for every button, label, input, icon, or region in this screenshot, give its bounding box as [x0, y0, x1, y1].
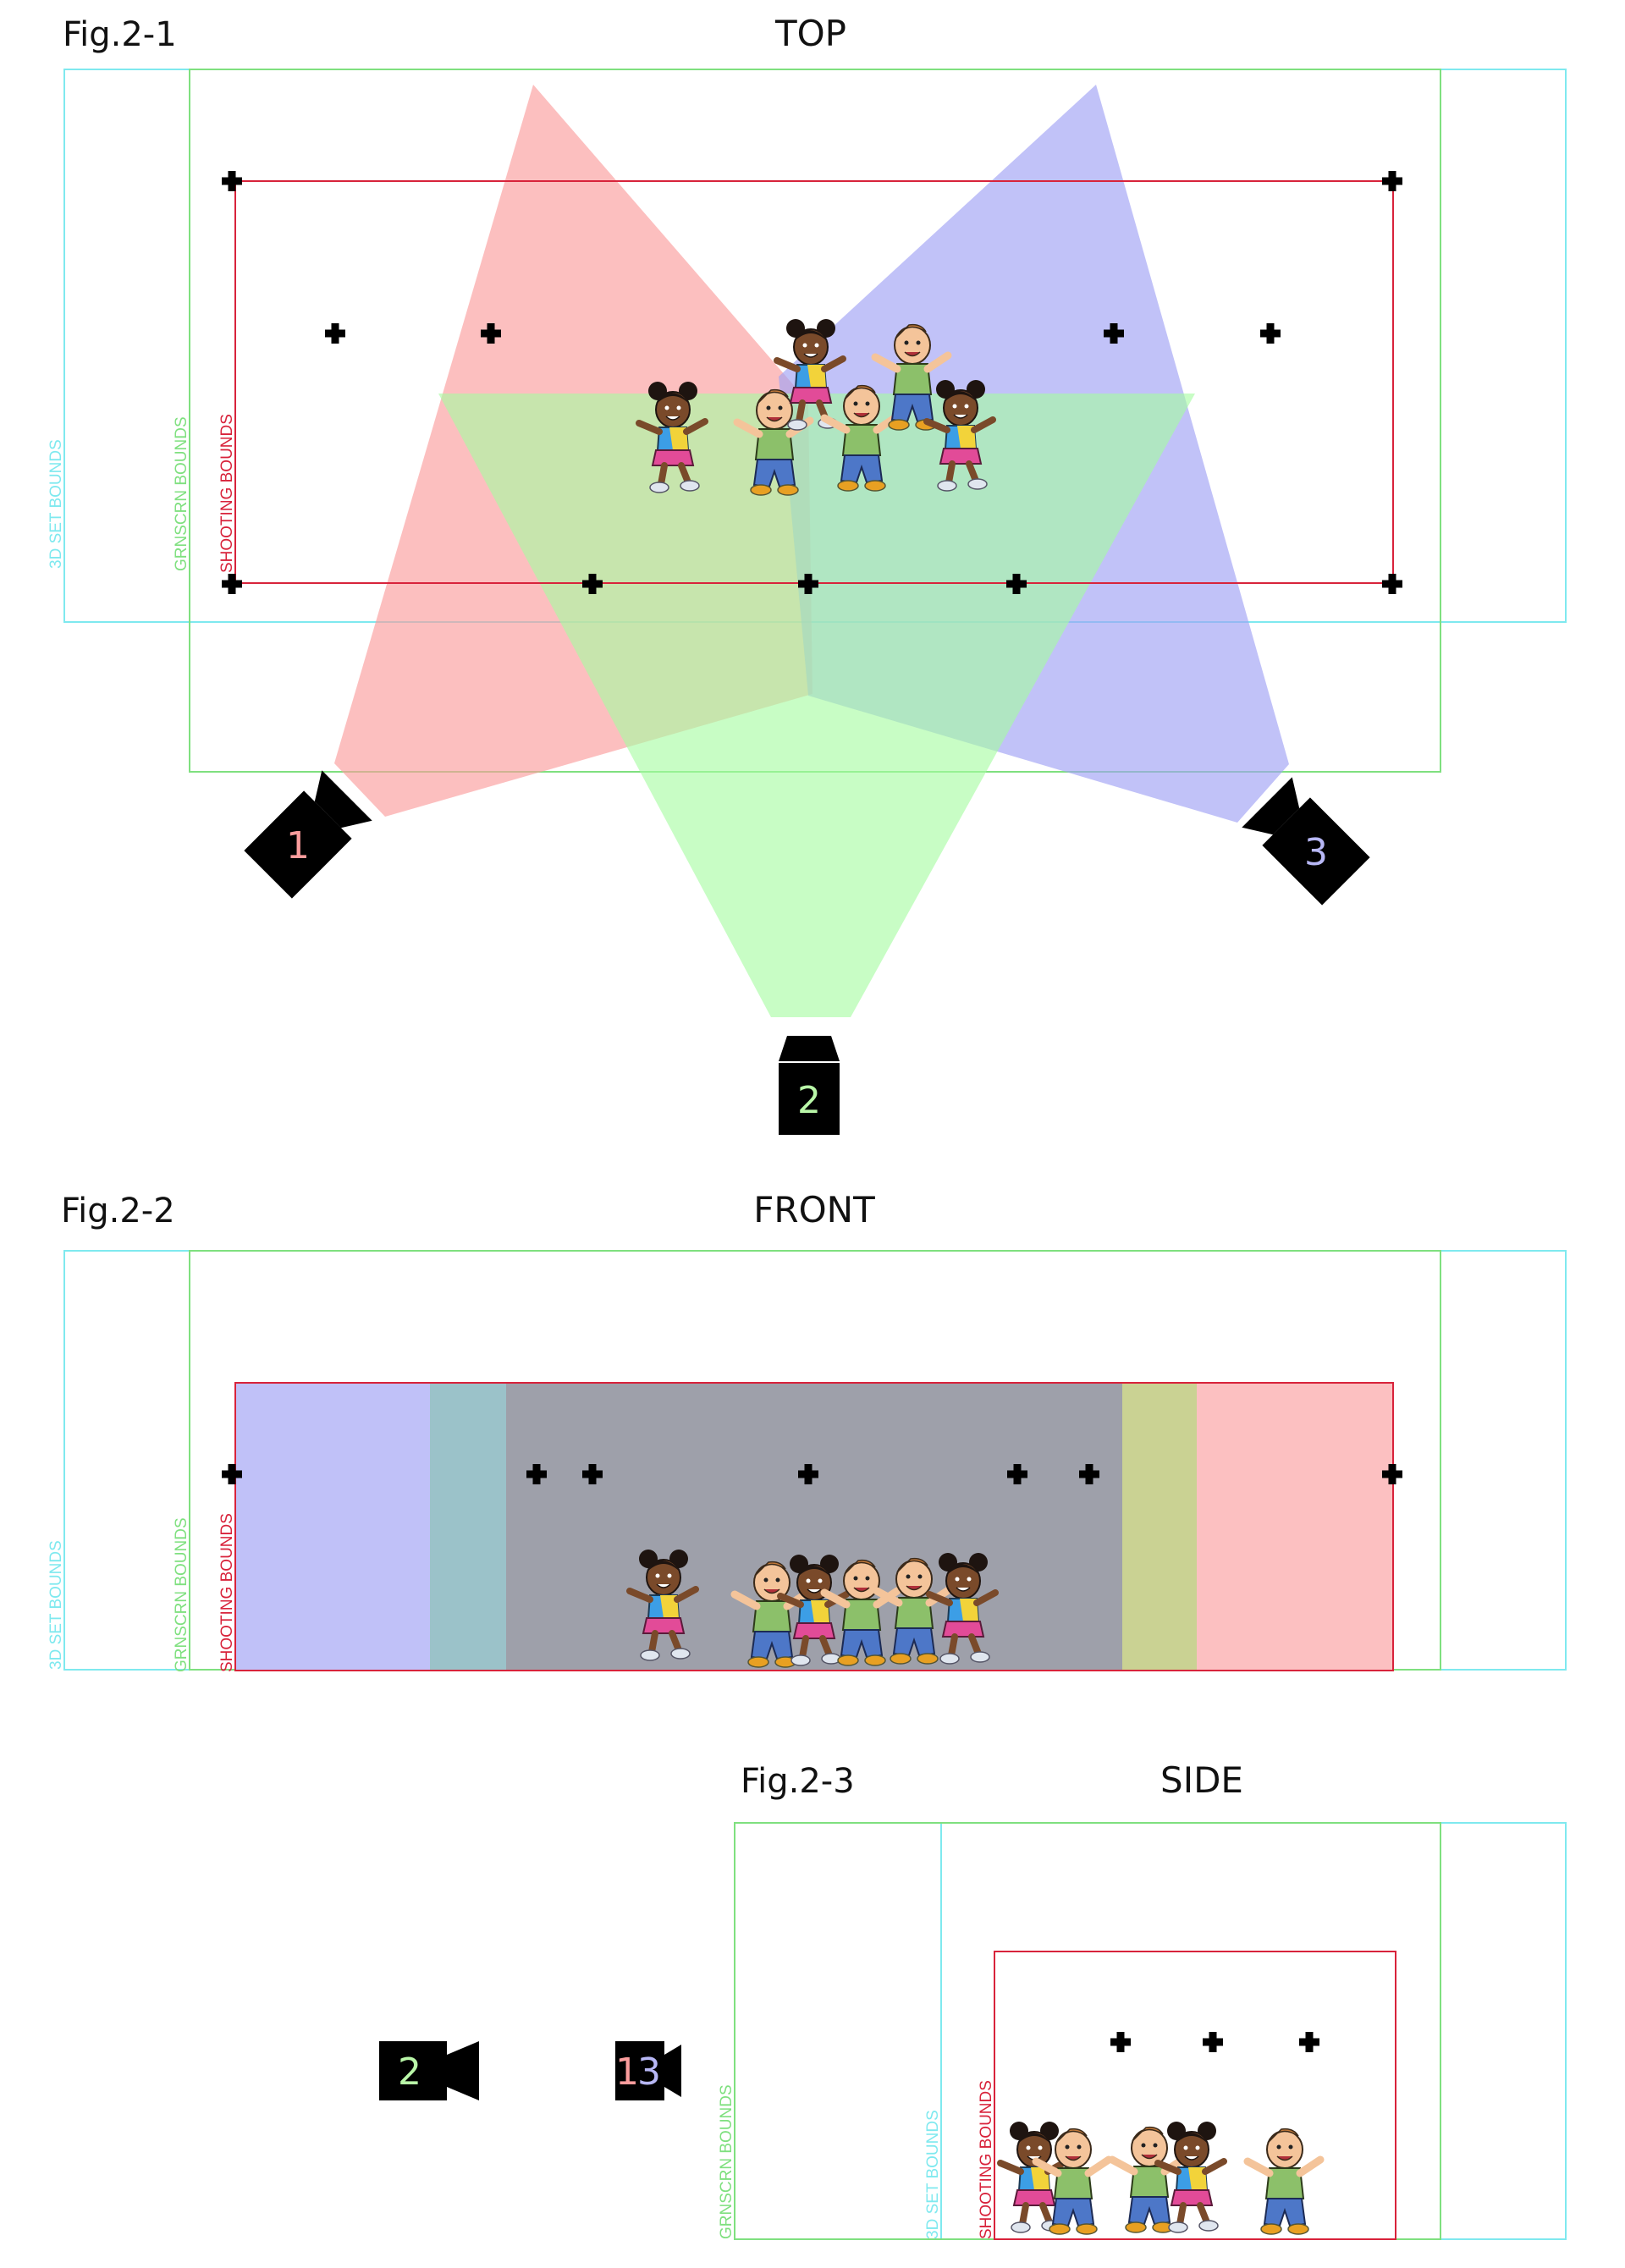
grnscrn-bounds-label-front: GRNSCRN BOUNDS [173, 1517, 190, 1672]
set-bounds-label-front: 3D SET BOUNDS [47, 1540, 65, 1670]
front-view: Fig.2-2 FRONT 3D SET BOUNDS GRNSCRN BOUN… [47, 1189, 1567, 1672]
plus-marker-icon [1260, 323, 1281, 344]
side-view: Fig.2-3 SIDE GRNSCRN BOUNDS 3D SET BOUND… [379, 1759, 1567, 2240]
top-view-title: TOP [774, 13, 846, 54]
top-view: Fig.2-1 TOP 3D SET BOUNDS GRNSCRN BOUNDS… [47, 13, 1567, 1135]
side-view-title: SIDE [1160, 1759, 1243, 1801]
shooting-bounds-front [234, 1382, 1394, 1671]
kids-group-side [1000, 2122, 1320, 2234]
front-view-title: FRONT [753, 1189, 875, 1230]
camera-3-coverage-band [235, 1383, 430, 1671]
kid-figure [1112, 2128, 1185, 2232]
shooting-bounds-label-front: SHOOTING BOUNDS [218, 1513, 236, 1672]
grnscrn-bounds-label-side: GRNSCRN BOUNDS [718, 2084, 735, 2239]
set-bounds-label-side: 3D SET BOUNDS [924, 2110, 942, 2239]
plus-marker-icon [1382, 171, 1402, 191]
camera-1-coverage-band [1197, 1383, 1393, 1671]
camera-3-icon: 3 [1242, 777, 1370, 906]
overlap-band [430, 1383, 506, 1671]
plus-marker-icon [1203, 2032, 1223, 2052]
camera-1-icon: 1 [244, 770, 372, 899]
shooting-bounds-label-top: SHOOTING BOUNDS [218, 414, 236, 573]
camera-2-number: 2 [797, 1079, 821, 1122]
fig-2-3-label: Fig.2-3 [741, 1762, 855, 1801]
camera-1-side-number: 1 [615, 2051, 639, 2094]
kid-figure [1248, 2129, 1320, 2234]
camera-2-side-number: 2 [398, 2051, 421, 2094]
overlap-band [1122, 1383, 1197, 1671]
plus-marker-icon [325, 323, 345, 344]
shooting-bounds-label-side: SHOOTING BOUNDS [978, 2080, 995, 2239]
plus-marker-icon [1299, 2032, 1319, 2052]
plus-marker-icon [1110, 2032, 1131, 2052]
markers-side [1110, 2032, 1319, 2052]
camera-2-icon: 2 [779, 1036, 840, 1135]
camera-1-3-side-icon: 1 3 [615, 2041, 681, 2100]
plus-marker-icon [222, 171, 242, 191]
camera-3-number: 3 [1304, 831, 1328, 874]
grnscrn-bounds-label-top: GRNSCRN BOUNDS [173, 416, 190, 571]
plus-marker-icon [222, 574, 242, 594]
plus-marker-icon [1382, 574, 1402, 594]
fig-2-2-label: Fig.2-2 [61, 1192, 175, 1230]
fig-2-1-label: Fig.2-1 [63, 15, 177, 54]
camera-1-number: 1 [286, 824, 310, 867]
set-bounds-label-top: 3D SET BOUNDS [47, 439, 65, 569]
shooting-bounds-side [994, 1951, 1396, 2240]
camera-2-side-icon: 2 [379, 2041, 479, 2100]
camera-2-frustum [438, 394, 1195, 1017]
camera-3-side-number: 3 [637, 2051, 661, 2094]
